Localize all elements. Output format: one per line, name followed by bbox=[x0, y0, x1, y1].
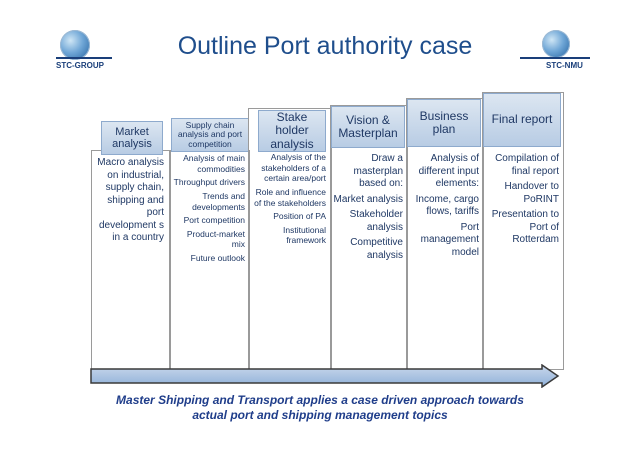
footer-line-1: Master Shipping and Transport applies a … bbox=[116, 393, 524, 407]
list-item: Institutional framework bbox=[283, 224, 326, 246]
list-item: Product-market mix bbox=[186, 228, 245, 250]
header-supply-chain: Supply chain analysis and port competiti… bbox=[171, 118, 249, 152]
list-item: Port competition bbox=[183, 215, 245, 226]
header-label: Supply chain analysis and port competiti… bbox=[177, 119, 243, 149]
logo-text-left: STC-GROUP bbox=[56, 61, 104, 70]
list-item: Analysis of main commodities bbox=[183, 153, 245, 174]
globe-icon bbox=[60, 30, 90, 60]
items-supply-chain: Analysis of main commodities Throughput … bbox=[173, 153, 245, 264]
header-stakeholder: Stake holder analysis bbox=[258, 110, 326, 152]
process-arrow bbox=[90, 364, 560, 388]
list-item: Stakeholder analysis bbox=[349, 209, 403, 233]
items-market-analysis: Macro analysis on industrial, supply cha… bbox=[94, 157, 164, 245]
header-label: Vision & Masterplan bbox=[338, 112, 398, 140]
footer-line-2: actual port and shipping management topi… bbox=[192, 408, 448, 423]
list-item: Handover to PoRINT bbox=[504, 181, 559, 205]
header-final-report: Final report bbox=[483, 93, 561, 147]
globe-icon bbox=[542, 30, 570, 58]
header-label: Stake holder analysis bbox=[270, 110, 314, 151]
list-item: Throughput drivers bbox=[173, 177, 245, 188]
list-item: Presentation to Port of Rotterdam bbox=[491, 209, 559, 245]
header-business-plan: Business plan bbox=[407, 99, 481, 147]
header-vision: Vision & Masterplan bbox=[331, 106, 405, 148]
arrow-shape bbox=[90, 364, 560, 388]
list-item: Draw a masterplan based on: bbox=[353, 153, 403, 189]
list-item: Analysis of the stakeholders of a certai… bbox=[261, 152, 326, 184]
header-market-analysis: Market analysis bbox=[101, 121, 163, 155]
page-title: Outline Port authority case bbox=[177, 32, 473, 60]
footer-caption: Master Shipping and Transport applies a … bbox=[60, 393, 580, 424]
items-vision: Draw a masterplan based on: Market analy… bbox=[333, 153, 403, 262]
list-item: Income, cargo flows, tariffs bbox=[415, 193, 479, 218]
items-final-report: Compilation of final report Handover to … bbox=[485, 153, 559, 247]
logo-text-right: STC-NMU bbox=[546, 61, 583, 70]
list-item: Trends and developments bbox=[192, 190, 245, 212]
list-item: Role and influence of the stakeholders bbox=[254, 186, 326, 208]
list-item: Market analysis bbox=[333, 193, 403, 205]
header-label: Market analysis bbox=[112, 125, 152, 150]
list-item: Port management model bbox=[420, 221, 479, 258]
list-item: Future outlook bbox=[190, 253, 245, 263]
stc-nmu-logo: STC-NMU bbox=[520, 30, 590, 70]
logo-underline bbox=[520, 57, 590, 59]
list-item: Position of PA bbox=[273, 211, 326, 222]
list-item: Compilation of final report bbox=[495, 153, 559, 177]
list-item: Competitive analysis bbox=[350, 237, 403, 261]
list-item: Macro analysis on industrial, supply cha… bbox=[97, 157, 164, 243]
header-label: Business plan bbox=[419, 108, 469, 136]
header-label: Final report bbox=[491, 112, 553, 127]
stc-group-logo: STC-GROUP bbox=[56, 30, 112, 70]
items-business-plan: Analysis of different input elements: In… bbox=[409, 153, 479, 259]
list-item: Analysis of different input elements: bbox=[418, 153, 479, 189]
logo-underline bbox=[56, 57, 112, 59]
items-stakeholder: Analysis of the stakeholders of a certai… bbox=[250, 152, 326, 246]
